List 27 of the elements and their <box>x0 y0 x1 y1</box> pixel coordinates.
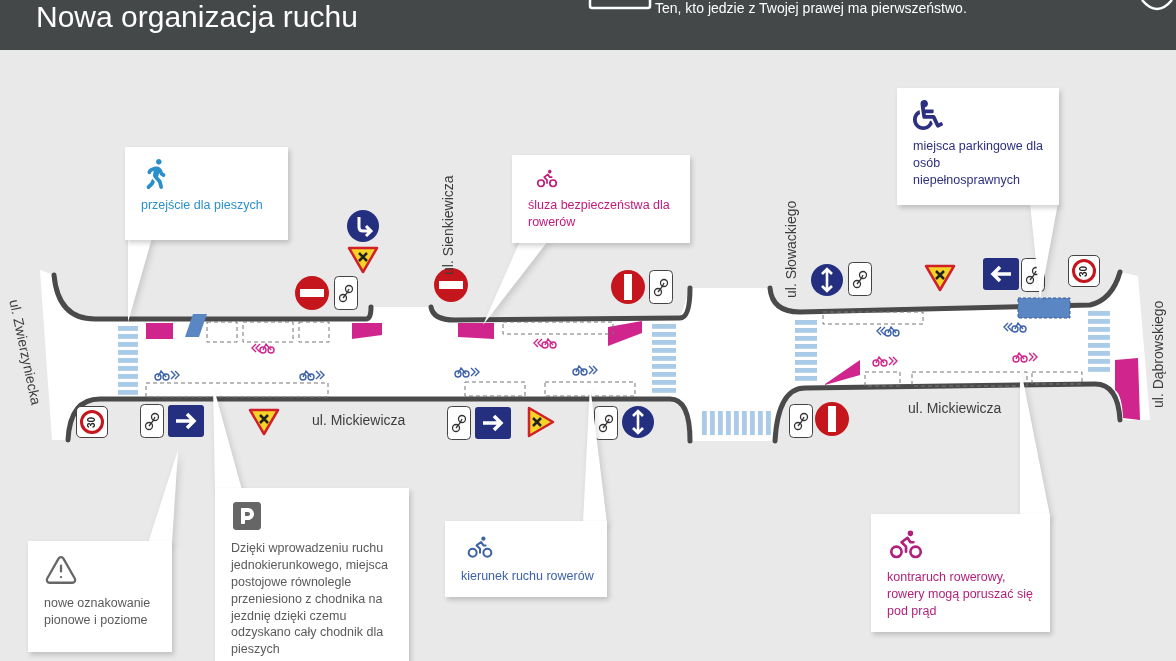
callout-pointer <box>148 450 178 543</box>
street-name: ul. Mickiewicza <box>908 400 1002 416</box>
street-name: ul. Sienkiewicza <box>440 175 456 275</box>
callout-pointer <box>128 238 152 322</box>
callout-box <box>512 155 690 243</box>
street-name: ul. Słowackiego <box>783 200 799 298</box>
callout-box <box>125 147 288 240</box>
callout-box <box>871 514 1050 632</box>
callout-text: Dzięki wprowadzeniu ruchu jednokierunkowego, miejsca postojowe równolegle przeniesiono z chodnika na jezdnię dzięki czemu odzyskano cały chodnik dla pieszych <box>231 540 390 659</box>
callout-pointer <box>483 241 548 325</box>
header-note: Ten, kto jedzie z Twojej prawej ma pierwszeństwo. <box>655 0 967 16</box>
speed-limit-sign: 30 <box>1068 255 1100 287</box>
callout-text: kierunek ruchu rowerów <box>461 568 595 585</box>
callout-box <box>215 488 409 661</box>
street-name: ul. Mickiewicza <box>312 412 406 428</box>
callout-box <box>28 541 172 652</box>
callout-text: miejsca parkingowe dla osób niepełnosprawnych <box>913 138 1044 189</box>
callout-text: kontraruch rowerowy, rowery mogą poruszać się pod prąd <box>887 569 1034 620</box>
speed-limit-sign: 30 <box>76 406 108 438</box>
title: Nowa organizacja ruchu <box>36 0 358 34</box>
callout-text: przejście dla pieszych <box>141 197 264 214</box>
callout-box <box>445 521 607 597</box>
callout-text: śluza bezpieczeństwa dla rowerów <box>528 197 671 231</box>
callout-text: nowe oznakowanie pionowe i poziome <box>44 595 152 629</box>
callout-pointer <box>1030 203 1058 300</box>
street-name: ul. Dąbrowskiego <box>1150 300 1166 408</box>
callout-box <box>897 88 1059 205</box>
